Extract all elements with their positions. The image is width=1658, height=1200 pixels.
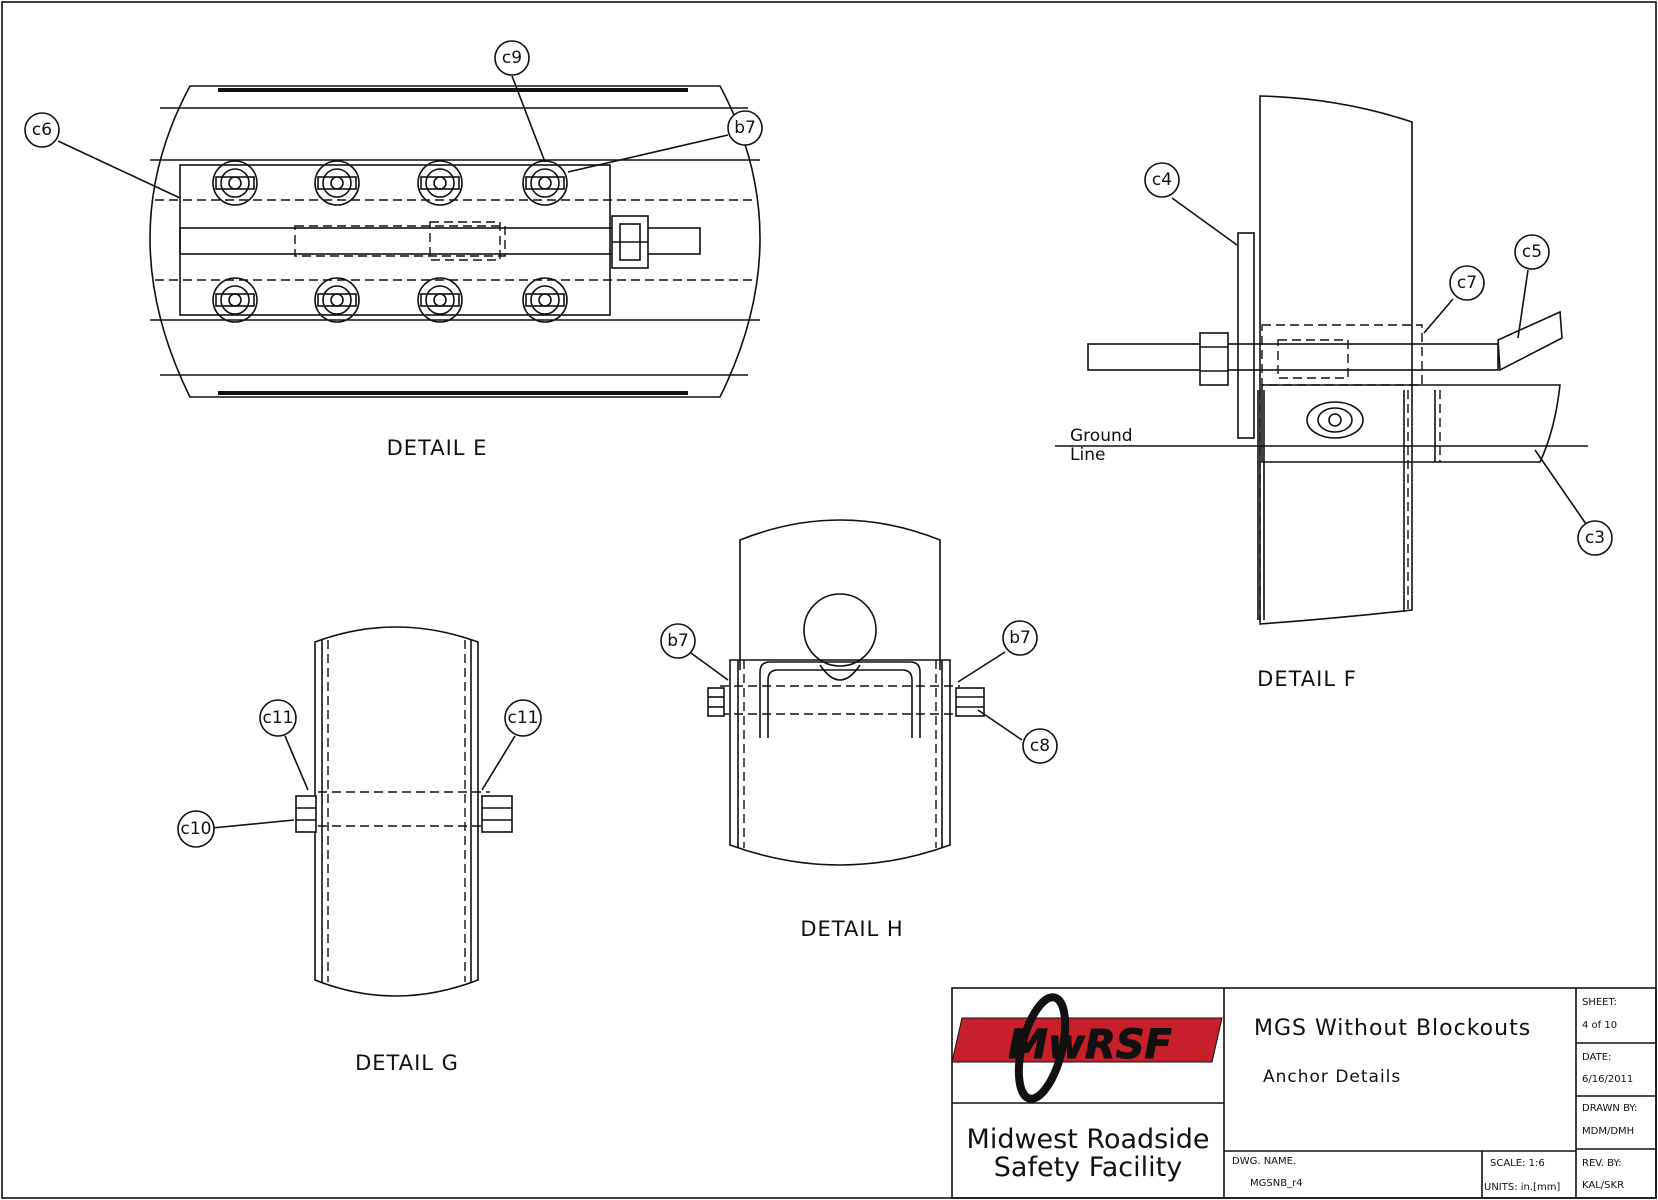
detail-h-label: DETAIL H [800, 917, 903, 941]
callout-c8: c8 [1022, 728, 1058, 764]
callout-b7-detail-e: b7 [727, 110, 763, 146]
callout-b7-detail-h-right: b7 [1002, 620, 1038, 656]
callout-c10: c10 [177, 810, 215, 848]
svg-text:c11: c11 [508, 708, 539, 728]
mwrsf-logo: MwRSF [951, 993, 1223, 1103]
callout-c4: c4 [1144, 162, 1180, 198]
scale-text: SCALE: 1:6 [1490, 1158, 1545, 1169]
svg-text:b7: b7 [1009, 628, 1031, 648]
detail-f-drawing [1055, 95, 1588, 625]
detail-g-label: DETAIL G [355, 1051, 459, 1075]
callout-c5: c5 [1514, 234, 1550, 270]
callout-c3: c3 [1577, 520, 1613, 556]
date-label: DATE: [1582, 1052, 1611, 1063]
callout-c7: c7 [1449, 265, 1485, 301]
detail-e-bolts [212, 160, 568, 323]
detail-e-drawing [57, 75, 761, 398]
units-text: UNITS: in.[mm] [1484, 1182, 1560, 1193]
svg-text:c6: c6 [32, 120, 52, 140]
drawing-subtitle: Anchor Details [1263, 1067, 1401, 1087]
rev-by-value: KAL/SKR [1582, 1180, 1624, 1191]
svg-text:c7: c7 [1457, 273, 1477, 293]
dwg-name-label: DWG. NAME. [1232, 1156, 1296, 1167]
svg-text:MwRSF: MwRSF [1008, 1022, 1172, 1068]
svg-text:b7: b7 [667, 631, 689, 651]
svg-text:c5: c5 [1522, 242, 1542, 262]
title-block [951, 987, 1657, 1199]
drawing-title: MGS Without Blockouts [1254, 1016, 1531, 1041]
sheet-label: SHEET: [1582, 997, 1617, 1008]
callout-c11-left: c11 [259, 699, 297, 737]
detail-f-label: DETAIL F [1257, 667, 1357, 691]
detail-h-drawing [690, 519, 1023, 866]
svg-text:c9: c9 [502, 48, 522, 68]
callout-c6: c6 [24, 112, 60, 148]
svg-text:c10: c10 [181, 819, 212, 839]
svg-text:b7: b7 [734, 118, 756, 138]
drawn-by-value: MDM/DMH [1582, 1126, 1634, 1137]
sheet-value: 4 of 10 [1582, 1020, 1617, 1031]
detail-e-label: DETAIL E [387, 436, 488, 460]
ground-line-label-2: Line [1070, 445, 1105, 465]
callout-c9: c9 [494, 40, 530, 76]
drawn-by-label: DRAWN BY: [1582, 1103, 1638, 1114]
rev-by-label: REV. BY: [1582, 1158, 1622, 1169]
callout-c11-right: c11 [504, 699, 542, 737]
detail-g-drawing [211, 626, 516, 997]
org-name-line-2: Safety Facility [994, 1152, 1182, 1183]
svg-text:c8: c8 [1030, 736, 1050, 756]
ground-line-label-1: Ground [1070, 426, 1133, 446]
date-value: 6/16/2011 [1582, 1074, 1633, 1085]
svg-text:c4: c4 [1152, 170, 1172, 190]
svg-text:c11: c11 [263, 708, 294, 728]
dwg-name-value: MGSNB_r4 [1250, 1178, 1303, 1189]
callout-b7-detail-h-left: b7 [660, 623, 696, 659]
svg-text:c3: c3 [1585, 528, 1605, 548]
org-name-line-1: Midwest Roadside [967, 1124, 1210, 1155]
